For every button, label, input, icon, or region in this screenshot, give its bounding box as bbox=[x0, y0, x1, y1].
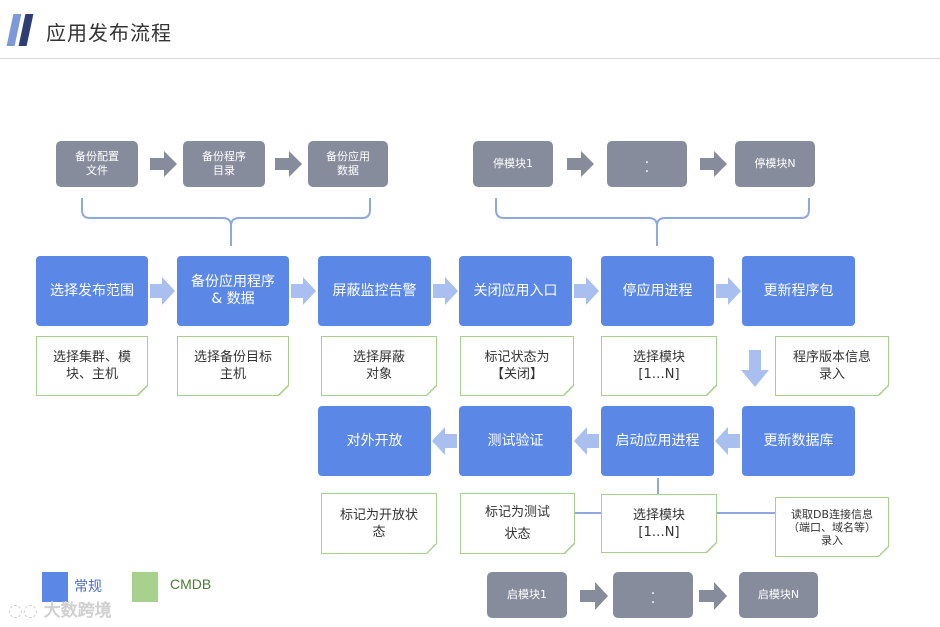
arrow-start-2-3 bbox=[699, 582, 727, 610]
note-select-cluster: 选择集群、模 块、主机 bbox=[36, 336, 148, 396]
watermark-logo-icon: ◌◌ bbox=[8, 601, 38, 621]
arrow-backup-1-2 bbox=[150, 151, 177, 177]
step-mask-alerts: 屏蔽监控告警 bbox=[318, 256, 431, 326]
arrow-row1-1-2 bbox=[150, 277, 175, 305]
start-module-ellipsis-box: . . bbox=[613, 572, 693, 618]
note-select-module-stop: 选择模块 [1…N] bbox=[601, 336, 717, 396]
note-select-module-start-text: 选择模块 [1…N] bbox=[632, 507, 685, 540]
note-fold-corner bbox=[706, 542, 716, 552]
brace-backup bbox=[81, 198, 371, 246]
note-fold-corner bbox=[426, 385, 436, 395]
note-mark-testing-text: 标记为测试 状态 bbox=[484, 504, 550, 542]
note-select-module-stop-text: 选择模块 [1…N] bbox=[632, 350, 685, 382]
note-backup-target: 选择备份目标 主机 bbox=[177, 336, 289, 396]
note-fold-corner bbox=[426, 543, 436, 553]
legend-label-cmdb: CMDB bbox=[170, 576, 212, 592]
step-backup-app: 备份应用程序 & 数据 bbox=[177, 256, 289, 326]
arrow-row1-3-4 bbox=[433, 277, 458, 305]
arrow-row2-3-2 bbox=[574, 427, 599, 455]
note-mask-object: 选择屏蔽 对象 bbox=[321, 336, 437, 396]
note-mark-open: 标记为开放状 态 bbox=[321, 493, 437, 554]
note-mark-closed: 标记状态为 【关闭】 bbox=[460, 336, 574, 396]
step-close-entry: 关闭应用入口 bbox=[459, 256, 572, 326]
note-version-info: 程序版本信息 录入 bbox=[775, 336, 889, 396]
note-mark-testing: 标记为测试 状态 bbox=[460, 493, 575, 554]
note-fold-corner bbox=[706, 385, 716, 395]
arrow-backup-2-3 bbox=[275, 151, 302, 177]
note-fold-corner bbox=[564, 543, 574, 553]
note-db-connection: 读取DB连接信息 （端口、域名等） 录入 bbox=[775, 497, 889, 557]
legend-swatch-cmdb bbox=[132, 572, 158, 602]
arrow-stop-1-2 bbox=[567, 151, 594, 177]
step-start-process: 启动应用进程 bbox=[601, 406, 714, 476]
arrow-row1-2-3 bbox=[291, 277, 316, 305]
legend-swatch-regular bbox=[42, 572, 68, 602]
arrow-row2-2-1 bbox=[432, 427, 457, 455]
start-module-1-box: 启模块1 bbox=[487, 572, 567, 618]
note-mark-closed-text: 标记状态为 【关闭】 bbox=[484, 350, 550, 382]
step-test-verify: 测试验证 bbox=[459, 406, 572, 476]
backup-data-box: 备份应用 数据 bbox=[308, 141, 388, 187]
note-fold-corner bbox=[137, 385, 147, 395]
note-db-connection-text: 读取DB连接信息 （端口、域名等） 录入 bbox=[788, 507, 876, 547]
legend-label-regular: 常规 bbox=[74, 579, 102, 595]
arrow-start-1-2 bbox=[580, 582, 608, 610]
watermark-text: 大数跨境 bbox=[43, 601, 112, 621]
step-update-database: 更新数据库 bbox=[742, 406, 855, 476]
arrow-row1-5-6 bbox=[716, 277, 741, 305]
note-fold-corner bbox=[563, 385, 573, 395]
brace-stop bbox=[495, 198, 810, 246]
note-mark-open-text: 标记为开放状 态 bbox=[339, 507, 418, 540]
note-version-info-text: 程序版本信息 录入 bbox=[792, 350, 871, 382]
note-select-module-start: 选择模块 [1…N] bbox=[601, 494, 717, 553]
note-fold-corner bbox=[278, 385, 288, 395]
step-open-external: 对外开放 bbox=[318, 406, 431, 476]
stop-module-1-box: 停模块1 bbox=[473, 141, 553, 187]
backup-program-box: 备份程序 目录 bbox=[183, 141, 265, 187]
arrow-down-update bbox=[741, 350, 769, 387]
arrow-row2-4-3 bbox=[715, 427, 740, 455]
note-backup-target-text: 选择备份目标 主机 bbox=[193, 350, 272, 382]
watermark: ◌◌ 大数跨境 bbox=[8, 596, 112, 621]
step-select-scope: 选择发布范围 bbox=[36, 256, 148, 326]
backup-config-box: 备份配置 文件 bbox=[56, 141, 138, 187]
note-fold-corner bbox=[878, 385, 888, 395]
note-fold-corner bbox=[878, 546, 888, 556]
start-module-n-box: 启模块N bbox=[739, 572, 818, 618]
page-title: 应用发布流程 bbox=[46, 21, 172, 45]
stop-module-n-box: 停模块N bbox=[735, 141, 815, 187]
step-update-package: 更新程序包 bbox=[742, 256, 855, 326]
arrow-row1-4-5 bbox=[574, 277, 599, 305]
title-divider bbox=[0, 58, 940, 59]
arrow-stop-2-3 bbox=[700, 151, 727, 177]
stop-module-ellipsis-box: . . bbox=[607, 141, 687, 187]
note-mask-object-text: 选择屏蔽 对象 bbox=[352, 350, 405, 382]
note-select-cluster-text: 选择集群、模 块、主机 bbox=[52, 350, 131, 382]
step-stop-process: 停应用进程 bbox=[601, 256, 714, 326]
